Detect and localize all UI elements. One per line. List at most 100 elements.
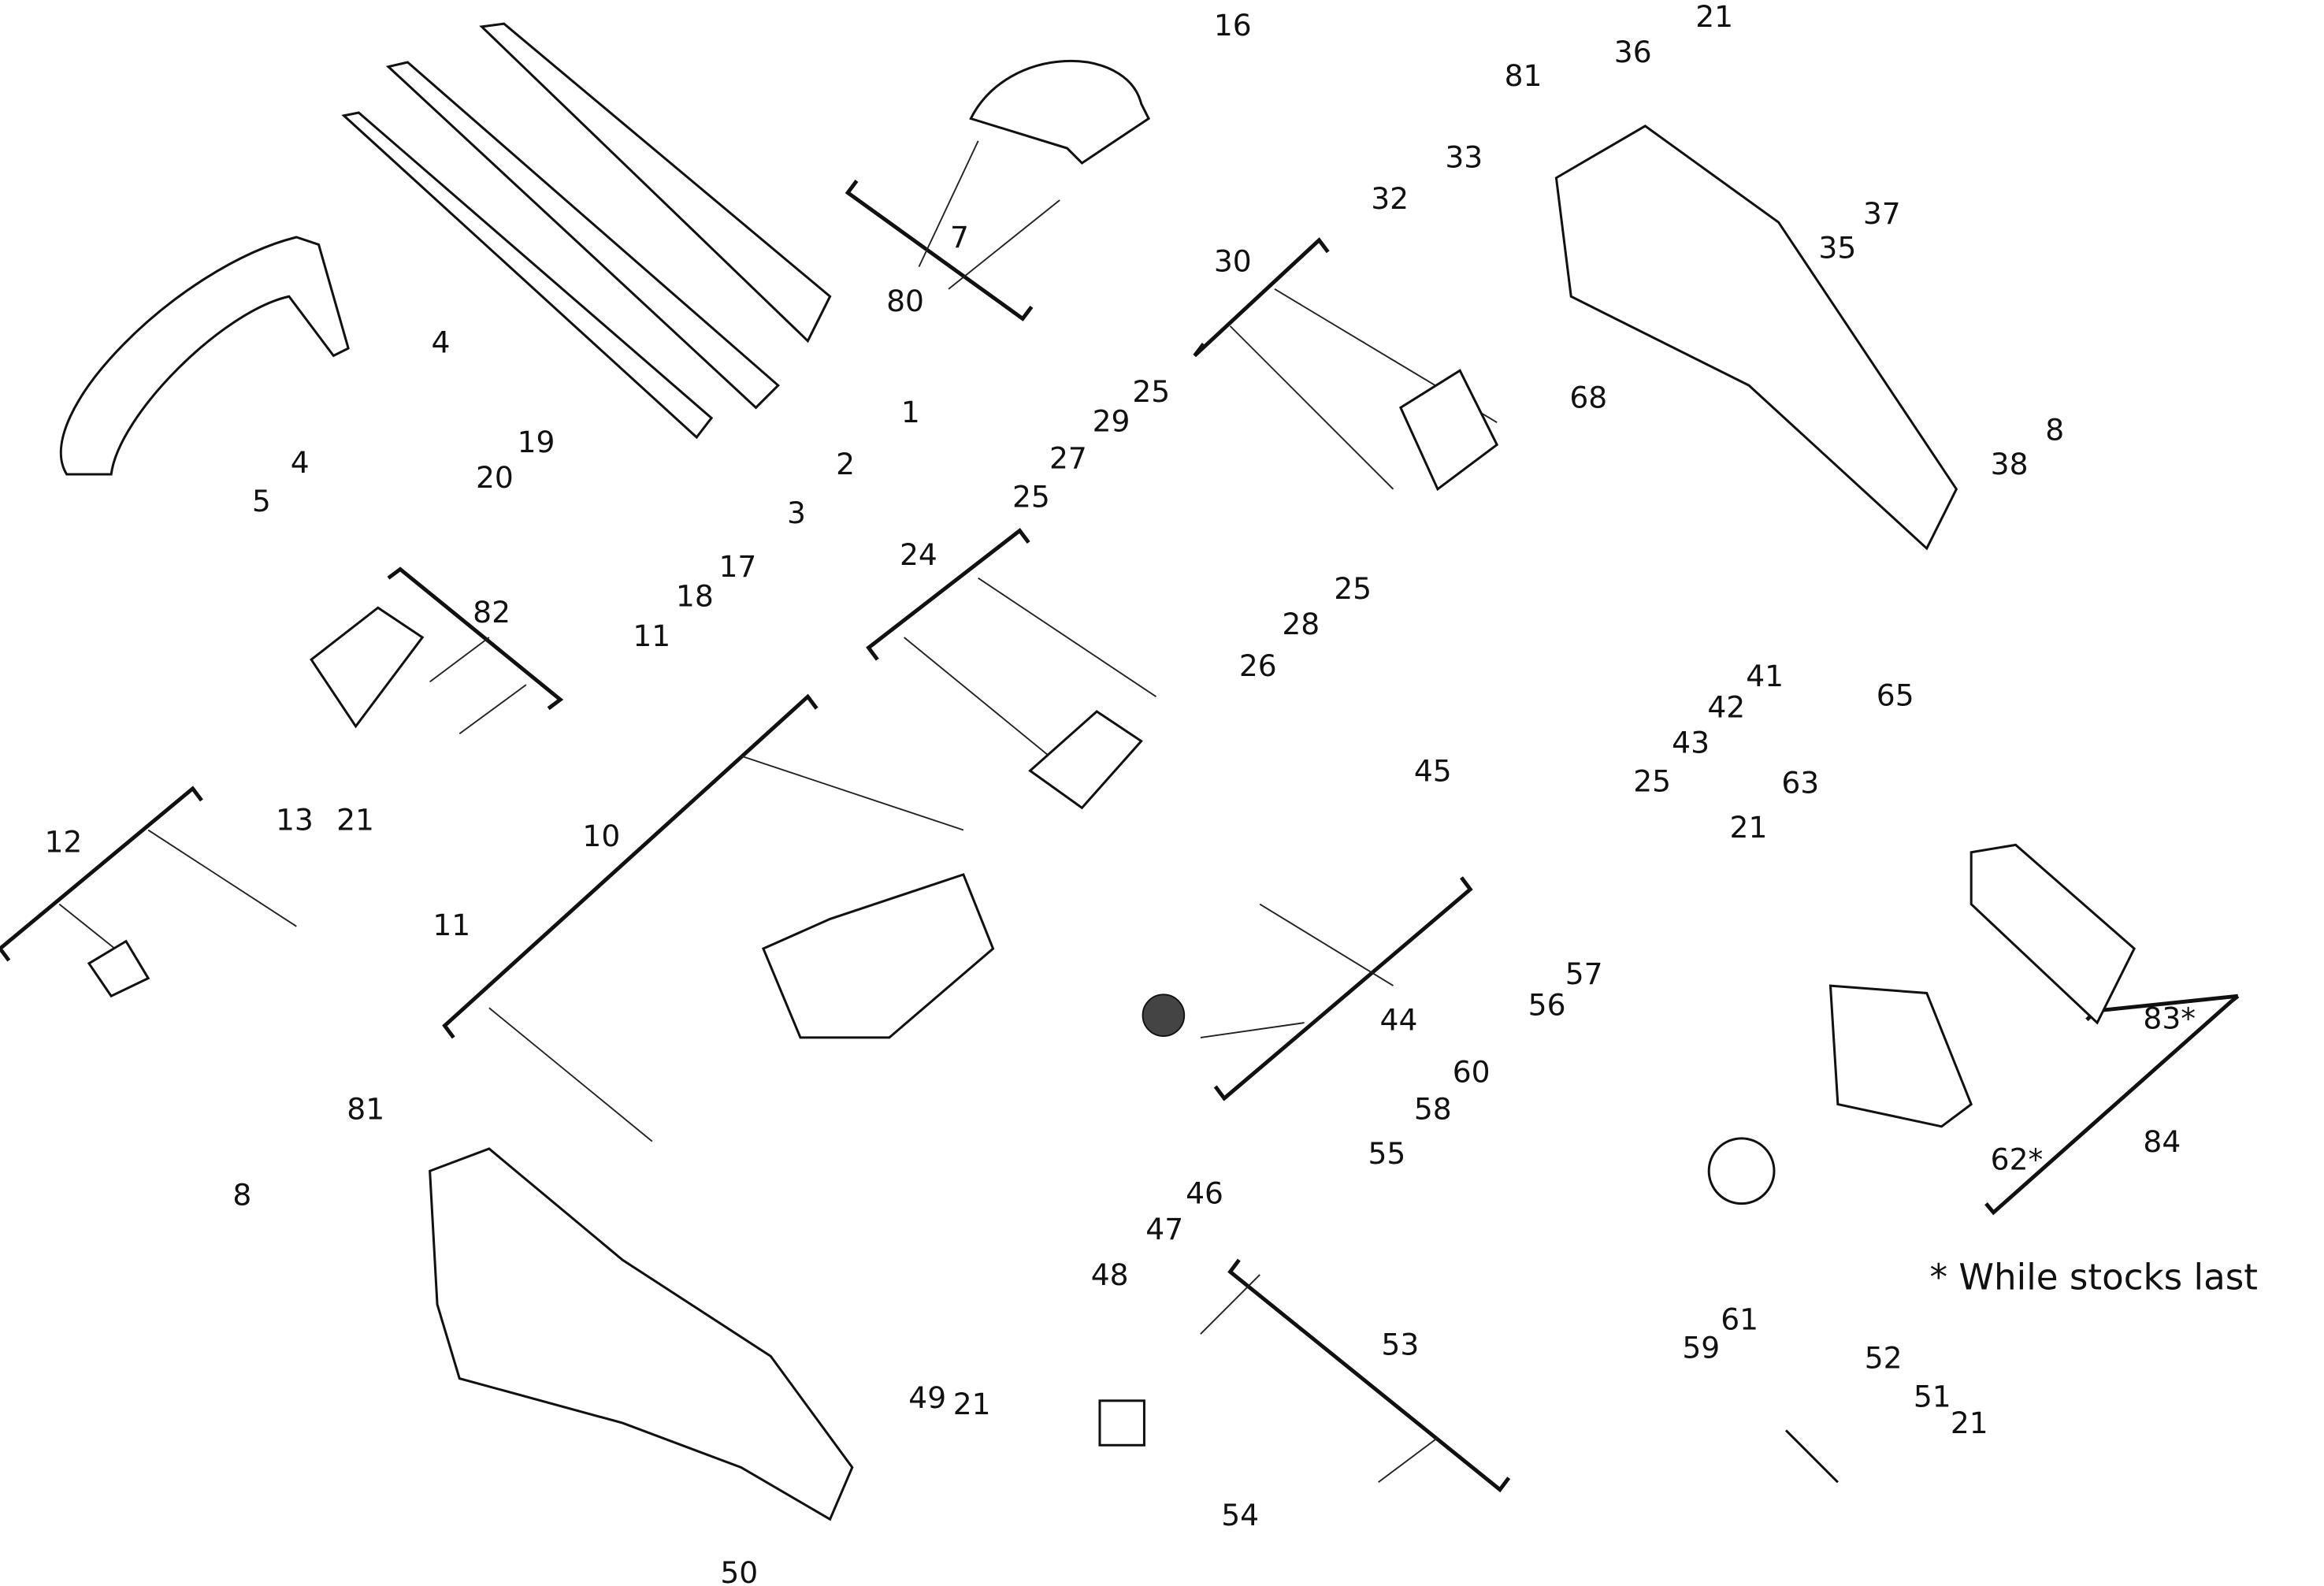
callout-21: 21 — [1730, 810, 1768, 845]
callout-60: 60 — [1453, 1054, 1491, 1089]
footnote: * While stocks last — [1930, 1257, 2258, 1298]
bracket-group-10 — [442, 693, 964, 1142]
callout-83-star: 83* — [2143, 1001, 2196, 1036]
part-gear-cover — [1828, 984, 1973, 1128]
callout-36: 36 — [1614, 35, 1652, 69]
bracket-group-24 — [866, 528, 1156, 772]
callout-62-star: 62* — [1991, 1142, 2044, 1176]
callout-13: 13 — [276, 803, 314, 838]
callout-63: 63 — [1781, 765, 1819, 800]
callout-30: 30 — [1214, 243, 1252, 278]
callout-55: 55 — [1368, 1136, 1406, 1171]
bracket-group-53 — [1200, 1258, 1511, 1493]
callout-61: 61 — [1721, 1302, 1758, 1337]
part-spring — [1784, 1429, 1839, 1484]
callout-59: 59 — [1682, 1330, 1720, 1365]
part-motor — [761, 873, 995, 1039]
callout-29: 29 — [1093, 403, 1130, 438]
callout-18: 18 — [676, 578, 714, 613]
bracket-group-84 — [1984, 994, 2240, 1216]
callout-49: 49 — [908, 1380, 946, 1415]
part-chain — [385, 61, 780, 410]
bracket-group-80 — [845, 140, 1060, 321]
callout-17: 17 — [718, 549, 756, 584]
callout-38: 38 — [1991, 447, 2029, 481]
callout-33: 33 — [1445, 140, 1483, 175]
callout-52: 52 — [1865, 1340, 1903, 1375]
part-sprocket — [1707, 1137, 1776, 1205]
callout-25: 25 — [1334, 571, 1372, 606]
callout-24: 24 — [900, 537, 937, 572]
part-oil-cap — [87, 939, 150, 998]
part-front-handle — [60, 236, 350, 476]
callout-5: 5 — [252, 484, 271, 518]
callout-32: 32 — [1371, 181, 1409, 216]
callout-84: 84 — [2143, 1124, 2181, 1159]
callout-12: 12 — [44, 825, 82, 860]
callout-1: 1 — [901, 395, 920, 429]
callout-65: 65 — [1877, 678, 1914, 713]
callout-3: 3 — [787, 496, 806, 530]
callout-19: 19 — [518, 425, 555, 459]
bracket-group-82 — [387, 566, 564, 735]
callout-25: 25 — [1012, 479, 1050, 514]
callout-68: 68 — [1569, 380, 1607, 414]
callout-2: 2 — [836, 447, 855, 481]
callout-10: 10 — [582, 819, 620, 853]
part-housing-left — [429, 1147, 854, 1521]
callout-37: 37 — [1863, 196, 1901, 231]
part-side-cover — [1969, 843, 2137, 1025]
callout-41: 41 — [1746, 659, 1784, 693]
callout-21: 21 — [336, 803, 374, 838]
callout-80: 80 — [886, 284, 924, 318]
callout-25: 25 — [1132, 374, 1170, 409]
part-guide-bar-cover — [479, 22, 832, 344]
part-rear-handle-top — [969, 59, 1151, 165]
callout-53: 53 — [1381, 1328, 1419, 1362]
bracket-group-44 — [1200, 876, 1473, 1101]
callout-48: 48 — [1091, 1257, 1129, 1292]
callout-7: 7 — [950, 220, 969, 254]
bracket-group-12 — [0, 786, 297, 964]
callout-43: 43 — [1672, 726, 1710, 760]
callout-20: 20 — [476, 460, 514, 495]
callout-56: 56 — [1528, 988, 1566, 1023]
callout-54: 54 — [1221, 1498, 1259, 1532]
part-roller — [1098, 1399, 1145, 1447]
callout-81: 81 — [347, 1091, 384, 1126]
callout-28: 28 — [1282, 607, 1320, 641]
callout-58: 58 — [1414, 1091, 1452, 1126]
callout-50: 50 — [720, 1555, 758, 1586]
callout-44: 44 — [1380, 1003, 1418, 1038]
callout-4: 4 — [291, 445, 310, 480]
callout-11: 11 — [633, 618, 670, 653]
callout-51: 51 — [1914, 1379, 1951, 1413]
callout-46: 46 — [1186, 1176, 1223, 1211]
callout-11: 11 — [433, 908, 470, 942]
callout-47: 47 — [1145, 1212, 1183, 1246]
callout-21: 21 — [1951, 1406, 1988, 1440]
part-gear — [1142, 994, 1186, 1037]
callout-57: 57 — [1565, 956, 1603, 991]
part-guide-bar — [341, 111, 714, 440]
part-housing-right — [1554, 124, 1958, 551]
callout-21: 21 — [1695, 0, 1733, 34]
callout-4: 4 — [432, 325, 451, 360]
part-oil-tank — [310, 606, 425, 729]
callout-16: 16 — [1214, 8, 1252, 43]
callout-26: 26 — [1239, 648, 1277, 683]
callout-42: 42 — [1707, 690, 1745, 725]
callout-21: 21 — [953, 1387, 991, 1421]
callout-27: 27 — [1049, 440, 1087, 475]
callout-81: 81 — [1505, 58, 1543, 93]
part-gear-plate — [1398, 369, 1499, 492]
callout-82: 82 — [473, 595, 510, 630]
callout-25: 25 — [1633, 764, 1671, 799]
part-armature — [1028, 710, 1143, 810]
callout-8: 8 — [232, 1178, 251, 1213]
callout-45: 45 — [1414, 753, 1452, 788]
callout-35: 35 — [1818, 230, 1856, 265]
